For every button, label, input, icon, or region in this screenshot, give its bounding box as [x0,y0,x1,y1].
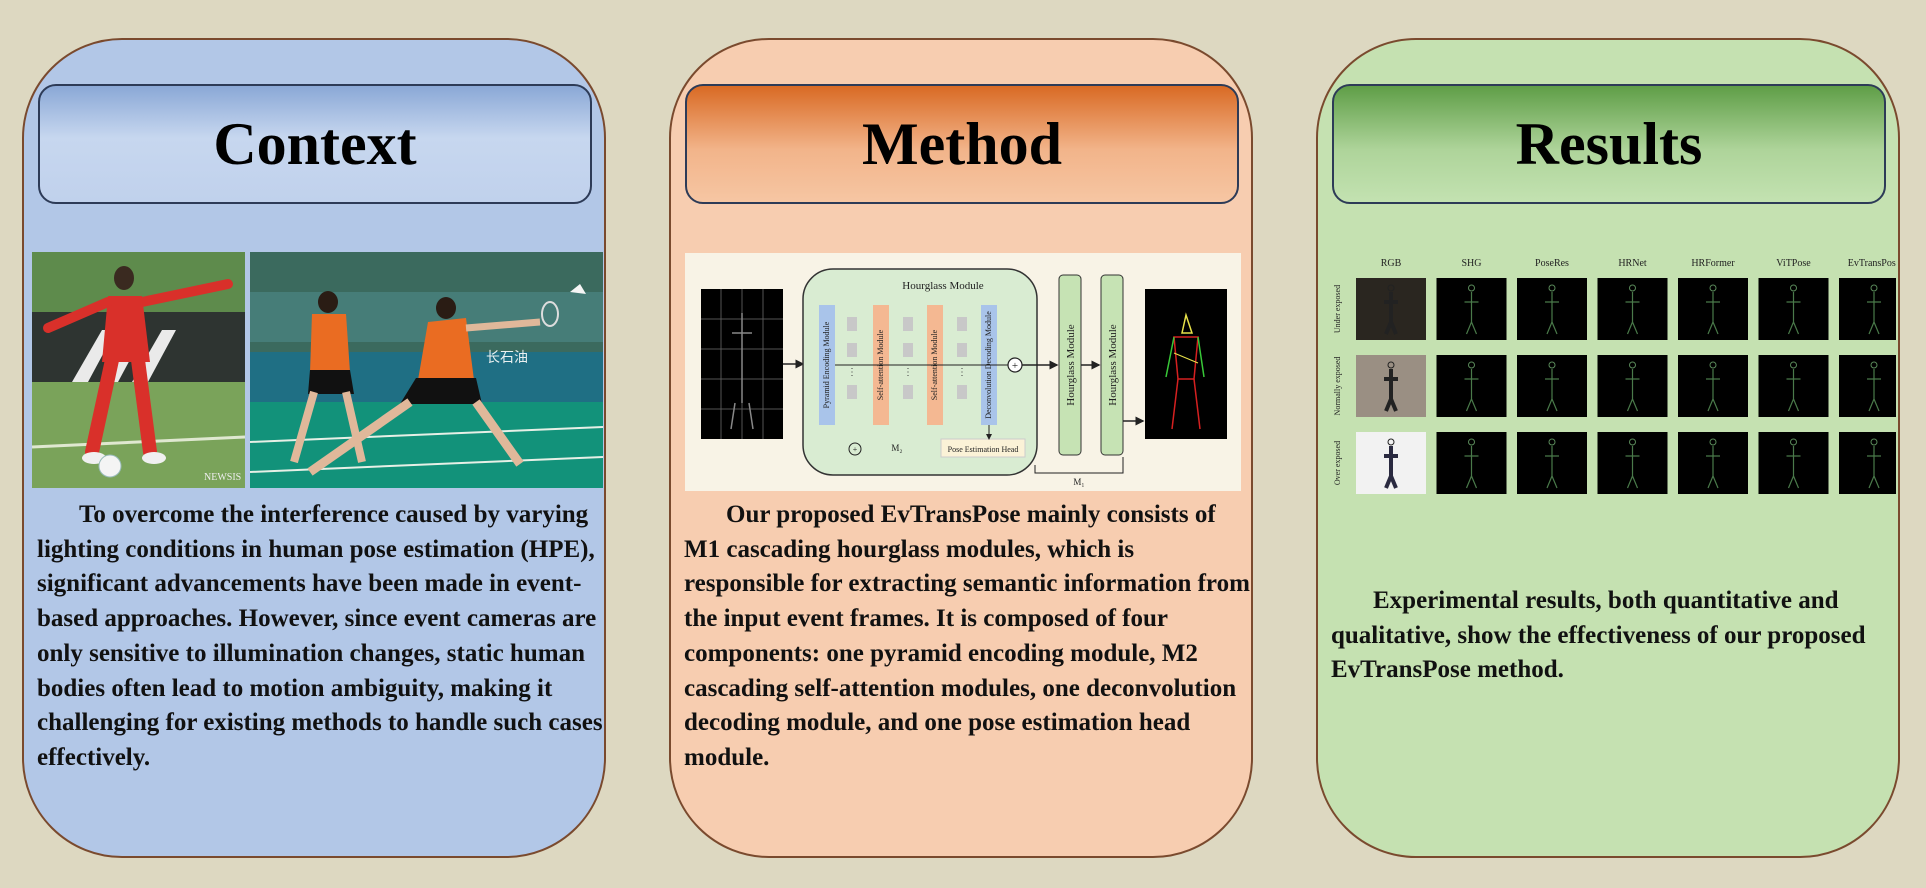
results-text: Experimental results, both quantitative … [1331,584,1897,688]
context-title: Context [38,84,592,204]
method-paragraph: Our proposed EvTransPose mainly consists… [684,501,1250,771]
svg-text:⋮: ⋮ [957,367,967,378]
results-column-label: ViTPose [1776,258,1811,269]
pose-head-label: Pose Estimation Head [948,445,1019,454]
soccer-photo: NEWSIS [32,252,245,488]
results-column-label: HRFormer [1691,258,1735,269]
results-cell [1678,278,1748,340]
sum-node: + [1012,360,1018,372]
results-cell [1436,278,1507,340]
hourglass-block-2: Hourglass Module [1107,324,1119,405]
results-cell [1356,432,1426,494]
results-grid: RGB SHG PoseRes HRNet HRFormer ViTPose EvTrans… [1328,252,1898,502]
results-row-label: Over exposed [1333,441,1342,485]
results-title: Results [1332,84,1886,204]
m2-label: M₂ [891,443,902,453]
input-event-frame [701,289,783,439]
results-cell [1356,355,1426,417]
results-cell [1839,432,1898,494]
results-cell [1758,355,1829,417]
results-column-label: PoseRes [1535,258,1569,269]
results-cell [1517,355,1587,417]
results-cell [1517,432,1587,494]
results-column-label: SHG [1461,258,1481,269]
svg-text:长石油: 长石油 [486,350,528,366]
results-cell [1758,278,1829,340]
svg-text:⋮: ⋮ [903,367,913,378]
results-panel: Results RGB SHG PoseRes HRNet HRFormer ViTPos… [1316,38,1900,858]
results-cell [1839,355,1898,417]
results-cell [1839,278,1898,340]
results-cell [1678,432,1748,494]
context-panel: Context NEWSIS [22,38,606,858]
results-cell [1436,432,1507,494]
output-pose [1145,289,1227,439]
results-cell [1758,432,1829,494]
results-column-label: HRNet [1618,258,1647,269]
results-cell [1597,355,1668,417]
results-cell [1517,278,1587,340]
results-column-label: EvTransPose [1848,258,1896,269]
context-text: To overcome the interference caused by v… [37,498,604,776]
context-paragraph: To overcome the interference caused by v… [37,501,603,771]
results-cell [1597,432,1668,494]
hourglass-outer-label: Hourglass Module [902,280,983,292]
m1-label: M₁ [1073,477,1084,487]
svg-text:NEWSIS: NEWSIS [204,472,241,483]
method-text: Our proposed EvTransPose mainly consists… [684,498,1250,776]
results-cell [1678,355,1748,417]
results-cell [1597,278,1668,340]
results-paragraph: Experimental results, both quantitative … [1331,587,1866,684]
badminton-photo: 长石油 [250,252,603,488]
block-pyramid: Pyramid Encoding Module [822,321,831,408]
method-title: Method [685,84,1239,204]
results-row-label: Normally exposed [1333,357,1342,416]
method-diagram: Hourglass Module Pyramid Encoding Module… [685,253,1241,491]
method-panel: Method Hourglass Module [669,38,1253,858]
svg-text:⋮: ⋮ [847,367,857,378]
svg-text:+: + [853,445,858,454]
results-column-label: RGB [1381,258,1402,269]
results-cell [1436,355,1507,417]
results-cell [1356,278,1426,340]
results-row-label: Under exposed [1333,285,1342,333]
hourglass-block-1: Hourglass Module [1065,324,1077,405]
